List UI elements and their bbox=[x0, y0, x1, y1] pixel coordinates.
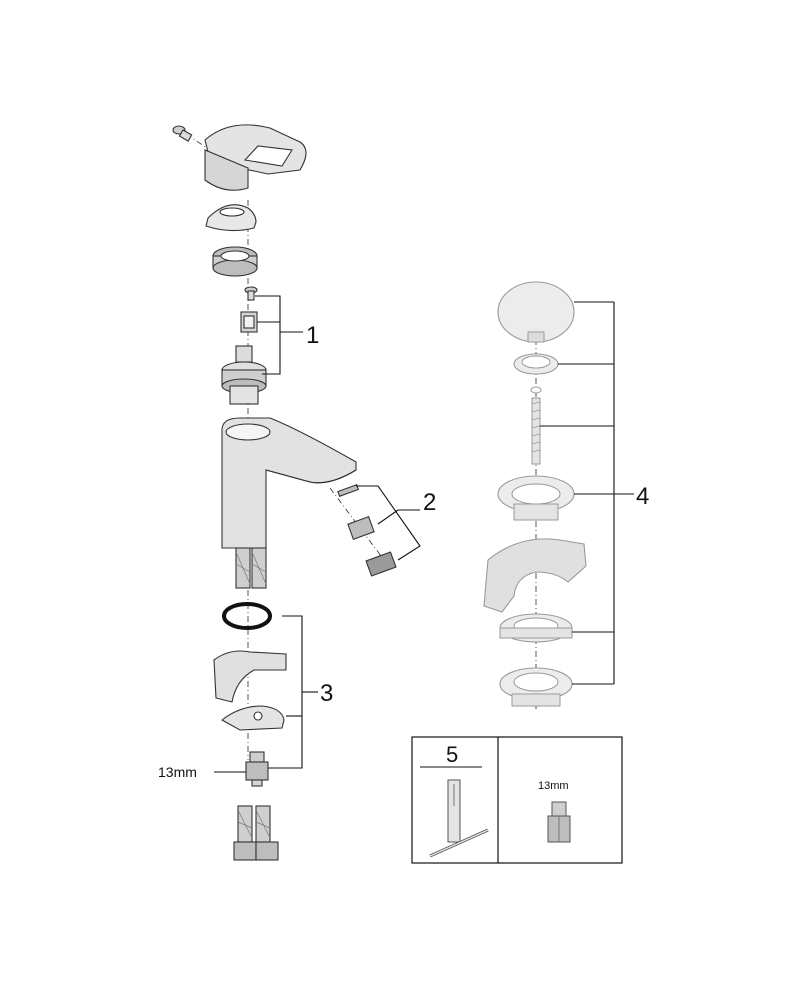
handle-screw bbox=[172, 125, 193, 142]
o-ring bbox=[222, 602, 272, 630]
aerator-housing bbox=[365, 551, 397, 577]
tool-box bbox=[411, 736, 623, 864]
drain-threaded-rod bbox=[531, 397, 541, 465]
callout-5: 5 bbox=[446, 742, 458, 767]
aerator-seal bbox=[337, 483, 360, 497]
drain-nut bbox=[499, 667, 573, 707]
fixing-nut bbox=[245, 751, 269, 787]
callout-4: 4 bbox=[636, 483, 649, 510]
countertop-section bbox=[213, 650, 287, 703]
horseshoe-washer bbox=[221, 705, 285, 731]
supply-hoses bbox=[235, 547, 267, 589]
socket-tool bbox=[547, 801, 571, 843]
cartridge-adapter bbox=[240, 311, 258, 333]
cartridge-key-tool bbox=[429, 779, 489, 858]
callout-1: 1 bbox=[306, 322, 319, 349]
drain-seal-ring bbox=[513, 353, 559, 375]
leader-group-1 bbox=[255, 295, 281, 375]
hose-connectors bbox=[233, 805, 279, 861]
lever-handle bbox=[204, 124, 307, 191]
drain-plug-cap bbox=[497, 281, 575, 343]
callout-3: 3 bbox=[320, 680, 333, 707]
faucet-body bbox=[221, 417, 357, 549]
aerator-insert bbox=[347, 516, 375, 540]
callout-2: 2 bbox=[423, 489, 436, 516]
cartridge bbox=[221, 345, 267, 405]
leader-group-4 bbox=[540, 301, 634, 685]
leader-group-2 bbox=[356, 485, 421, 561]
leader-group-3 bbox=[268, 615, 303, 769]
cartridge-screw bbox=[244, 286, 258, 301]
cover-cap bbox=[205, 204, 257, 232]
wrench-size-label-left: 13mm bbox=[158, 764, 197, 780]
drain-washer bbox=[530, 386, 542, 394]
wrench-size-label-box: 13mm bbox=[538, 780, 569, 792]
basin-section bbox=[483, 538, 587, 613]
aerator-axis bbox=[329, 487, 391, 569]
threaded-ring bbox=[212, 246, 258, 277]
drain-gasket bbox=[499, 613, 573, 643]
drain-flange bbox=[497, 475, 575, 521]
